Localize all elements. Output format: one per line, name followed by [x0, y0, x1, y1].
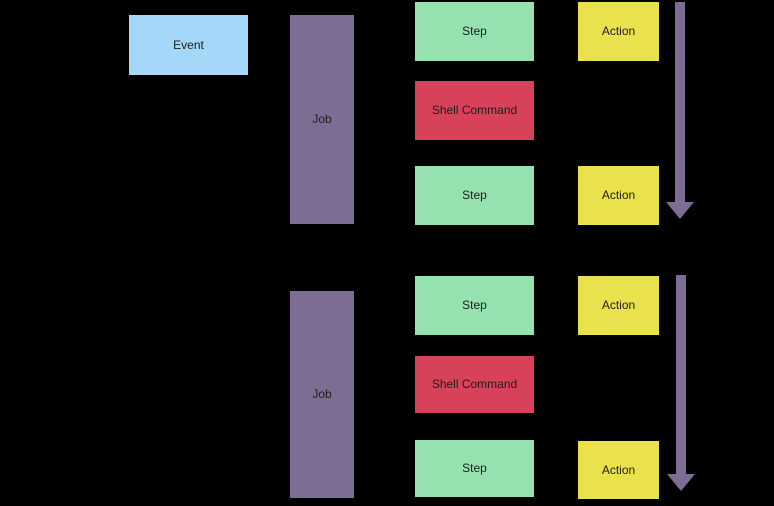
job2-shell-command-node: Shell Command [415, 356, 534, 413]
job1-step-node-2: Step [415, 166, 534, 225]
execution-order-arrow-1-shaft [675, 2, 685, 203]
job1-action-node-1: Action [578, 2, 659, 61]
event-node: Event [129, 15, 248, 75]
job2-action-node-2: Action [578, 441, 659, 499]
job-node-1: Job [290, 15, 354, 224]
job1-step-node-1: Step [415, 2, 534, 61]
job2-action-node-1: Action [578, 276, 659, 335]
job1-action-node-2: Action [578, 166, 659, 225]
job1-shell-command-node: Shell Command [415, 81, 534, 140]
execution-order-arrow-2-shaft [676, 275, 686, 475]
down-arrow-icon [666, 202, 694, 219]
down-arrow-icon [667, 474, 695, 491]
job2-step-node-1: Step [415, 276, 534, 335]
job-node-2: Job [290, 291, 354, 498]
job2-step-node-2: Step [415, 440, 534, 497]
